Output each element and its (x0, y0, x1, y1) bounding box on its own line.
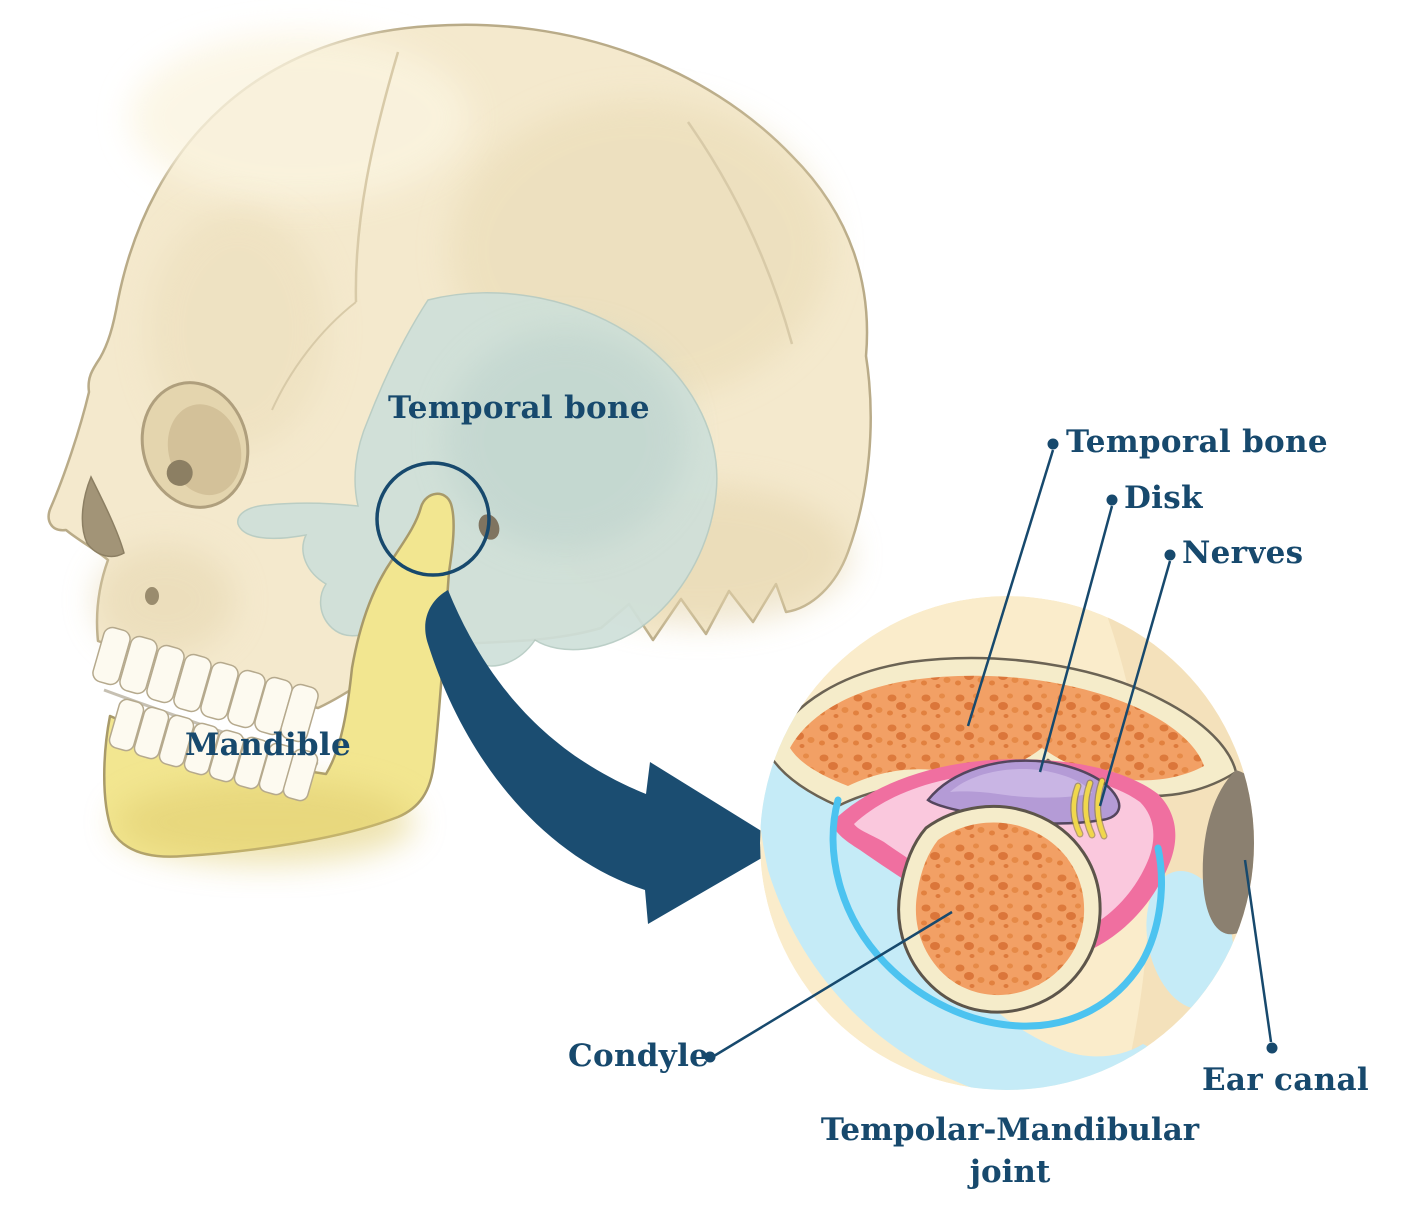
eye-socket (140, 381, 250, 509)
label-skull-mandible: Mandible (185, 727, 351, 763)
callout-dot-disk (1106, 494, 1118, 506)
mandible-shading (115, 780, 415, 864)
ear-canal-shape (1202, 770, 1254, 935)
temporal-region-shading (445, 330, 685, 550)
callout-line-ear-canal (1243, 859, 1273, 1043)
tmj-highlight-circle (375, 461, 491, 577)
callout-line-condyle (713, 910, 953, 1058)
skull-illustration (47, 23, 872, 864)
inset-temporal-bone-spongy (790, 675, 1204, 786)
condyle-spongy (915, 822, 1085, 996)
tmj-inset (760, 596, 1254, 1090)
upper-teeth (92, 626, 319, 743)
capsule-line (829, 796, 1165, 1030)
coronal-suture-line (354, 51, 400, 303)
inset-caption: Tempolar-Mandibular joint (790, 1110, 1230, 1194)
label-inset-temporal-bone: Temporal bone (1066, 424, 1328, 460)
infraorbital-foramen (145, 587, 159, 605)
callout-line-disk (1038, 505, 1114, 773)
lower-teeth (108, 698, 319, 802)
cheek-shading (95, 545, 235, 655)
callout-dot-condyle (704, 1051, 716, 1063)
inset-caption-line1: Tempolar-Mandibular (820, 1112, 1200, 1148)
zoom-arrow (425, 590, 784, 924)
suture-line (271, 301, 357, 411)
callout-line-nerves (1098, 560, 1172, 807)
callout-dot-temporal-bone (1047, 438, 1059, 450)
disk-highlight (950, 768, 1092, 798)
callout-dot-ear-canal (1266, 1042, 1278, 1054)
lambdoid-suture-line (686, 121, 794, 345)
label-inset-condyle: Condyle (568, 1038, 710, 1074)
cranium-highlight (130, 33, 470, 203)
callout-line-temporal-bone (966, 449, 1055, 727)
label-inset-nerves: Nerves (1182, 535, 1304, 571)
label-skull-temporal-bone: Temporal bone (388, 390, 650, 426)
callout-dot-nerves (1164, 549, 1176, 561)
nerves-shape (1070, 777, 1108, 840)
inset-caption-line2: joint (969, 1153, 1051, 1190)
callout-dots (704, 438, 1278, 1063)
callouts (713, 449, 1273, 1058)
label-inset-ear-canal: Ear canal (1202, 1062, 1369, 1098)
label-inset-disk: Disk (1124, 480, 1203, 516)
nasal-aperture (81, 475, 125, 558)
